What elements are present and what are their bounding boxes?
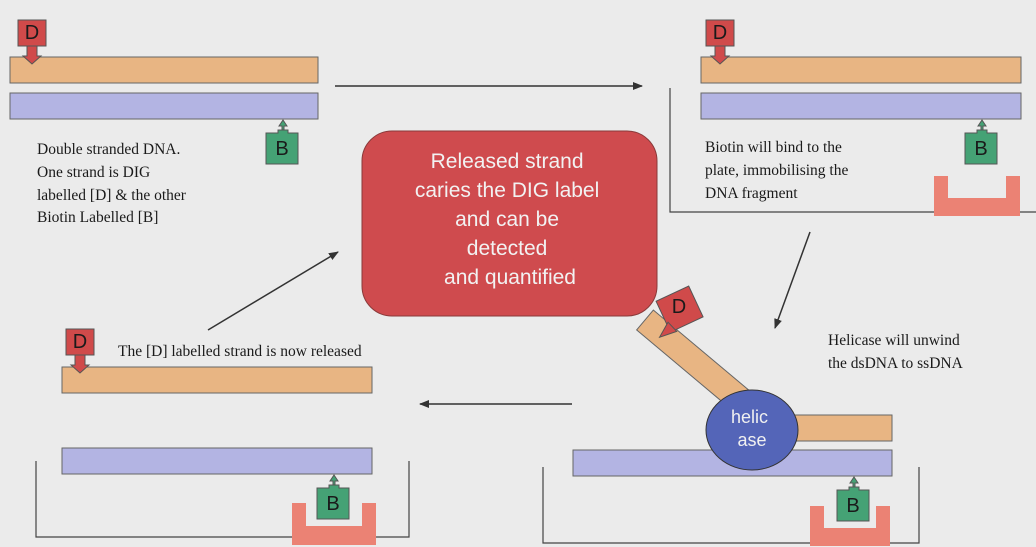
dig-strand [700,56,1022,84]
dig-strand-upper [779,414,893,442]
dig-tag-label: D [713,22,727,44]
biotin-tag: B [836,476,870,522]
biotin-strand [700,92,1022,120]
dig-tag: D [17,19,47,65]
step4-released: D B [35,328,410,545]
step1-dsdna: D B [9,19,319,165]
plate-binder [810,506,890,546]
helicase-enzyme: helic ase [705,389,799,471]
biotin-tag-label: B [846,495,859,517]
plate-well [669,88,1036,213]
biotin-strand [61,447,373,475]
dig-tag-label: D [73,331,87,353]
step2-caption: Biotin will bind to the plate, immobilis… [705,139,852,202]
step3-caption: Helicase will unwind the dsDNA to ssDNA [828,332,964,372]
biotin-tag: B [316,474,350,520]
biotin-tag-label: B [326,493,339,515]
dig-tag: D [65,328,95,374]
dig-strand [9,56,319,84]
plate-well [35,461,410,538]
arrow-step2-to-step3 [774,231,811,329]
plate-well [542,467,920,544]
plate-binder [934,176,1020,216]
biotin-tag: B [265,119,299,165]
step1-caption: Double stranded DNA. One strand is DIG l… [37,141,190,226]
biotin-strand [9,92,319,120]
dig-tag [655,285,704,339]
dig-tag-label: D [25,22,39,44]
step2-bound-dna: D B [669,19,1036,216]
dig-tag-label: D [672,296,686,318]
step3-helicase-unwinding: D helic ase B [542,285,920,546]
dig-tag: D [705,19,735,65]
arrow-to-released-box [207,251,339,331]
biotin-tag-label: B [974,138,987,160]
released-strand-box: Released strand caries the DIG label and… [361,130,658,317]
helicase-label: helic ase [731,407,773,450]
biotin-tag-label: B [275,138,288,160]
biotin-tag: B [964,119,998,165]
released-dig-strand [61,366,373,394]
plate-binder [292,503,376,545]
released-strand-text: Released strand caries the DIG label and… [415,150,605,289]
step4-caption: The [D] labelled strand is now released [118,343,362,360]
